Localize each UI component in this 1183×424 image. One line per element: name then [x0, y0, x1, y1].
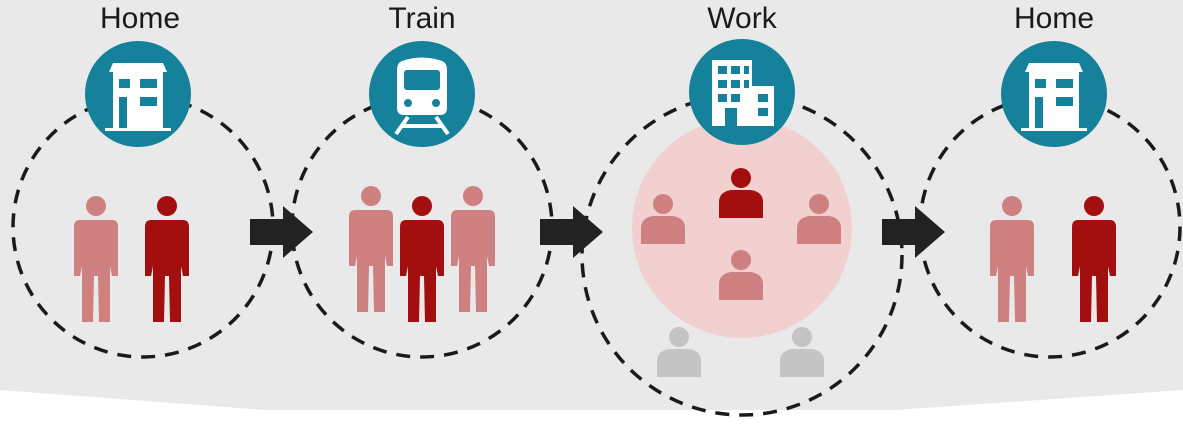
house-icon	[85, 41, 191, 147]
stage-label-home-return: Home	[1013, 2, 1095, 35]
work-close-contacts-area	[632, 118, 852, 338]
arrow-home-to-train	[250, 206, 313, 258]
arrow-train-to-work	[540, 206, 603, 258]
office-building-icon	[689, 39, 795, 145]
train-icon	[369, 41, 475, 147]
house-icon	[1001, 41, 1107, 147]
stage-label-work: Work	[707, 2, 777, 35]
stage-label-train: Train	[388, 2, 456, 35]
arrow-work-to-home	[882, 206, 945, 258]
stage-label-home: Home	[99, 2, 181, 35]
